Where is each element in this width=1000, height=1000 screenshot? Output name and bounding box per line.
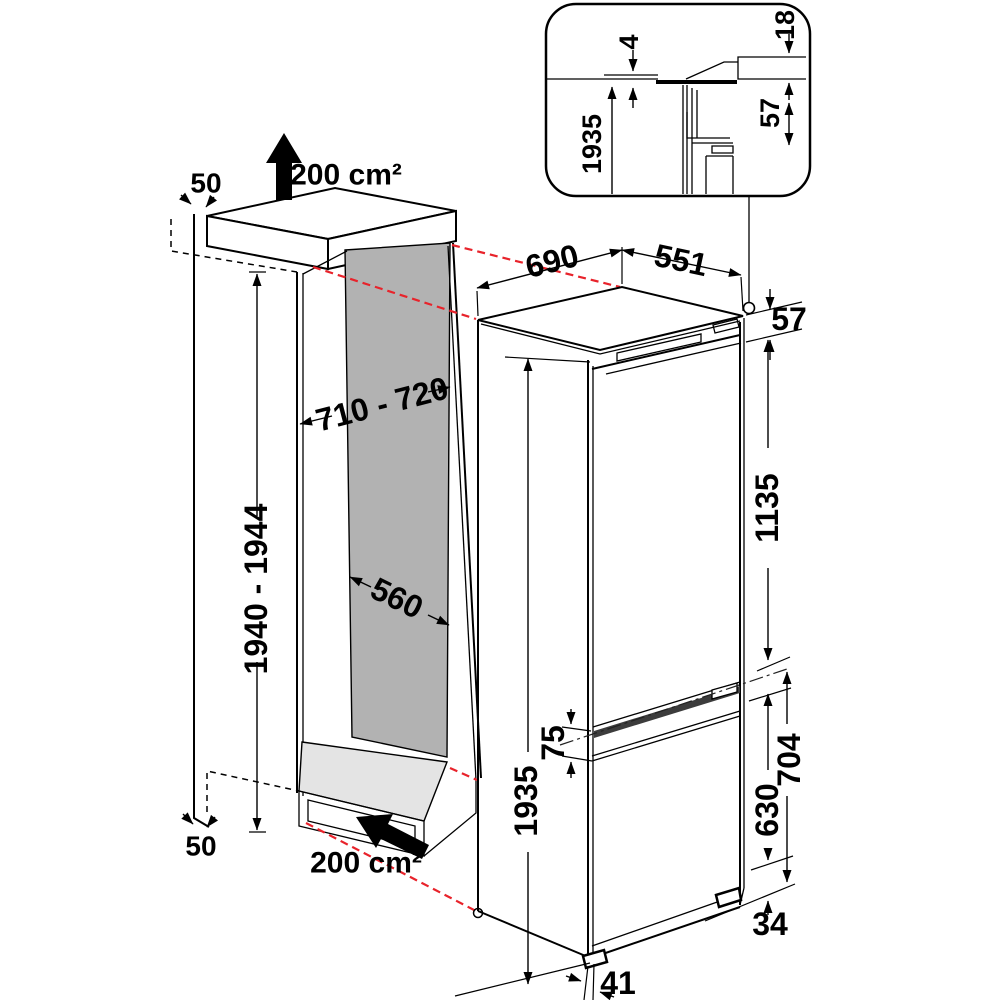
niche-hidden-edge-bottom	[206, 770, 300, 812]
niche-cabinet	[170, 186, 482, 857]
appliance-dimensions: 690 551 57 1135 75 1935 630	[454, 237, 807, 1000]
dim-inset-appliance-height: 1935	[577, 114, 607, 174]
appliance-handle-groove	[594, 686, 740, 738]
ext-75-bottom	[561, 755, 593, 762]
dim-551-line	[621, 248, 742, 277]
appliance-rail-slot	[616, 333, 702, 362]
dim-appliance-lower-section: 704	[771, 733, 807, 787]
ext-1935-bottom	[454, 962, 591, 997]
ext-41-right	[592, 963, 595, 1000]
appliance-top-edge-inner	[480, 320, 741, 355]
vent-arrow-in-icon	[356, 814, 429, 859]
dim-appliance-height: 1935	[508, 765, 544, 836]
appliance-side-bottom-edge	[739, 887, 745, 906]
dim-690-line	[476, 248, 623, 290]
inset-door-section	[705, 155, 734, 194]
ext-630-top	[748, 687, 792, 702]
dim-appliance-door-gap: 75	[535, 725, 571, 761]
niche-left-wall-edge	[193, 214, 210, 828]
detail-inset: 4 18 57 1935	[544, 2, 812, 315]
dim-niche-vent-top: 200 cm²	[290, 159, 402, 192]
appliance-lower-door-top	[591, 710, 741, 757]
dim-appliance-upper-door: 1135	[749, 473, 785, 542]
projection-top-left	[312, 265, 477, 321]
dim-depth-line-left	[299, 415, 333, 426]
ext-1135-bottom	[756, 656, 791, 672]
projection-bottom-left	[305, 822, 477, 912]
niche-back-panel	[344, 242, 451, 758]
inset-leader-circle	[742, 301, 756, 315]
appliance-bottom-left-edge	[477, 910, 589, 958]
inset-hinge-bracket	[686, 90, 733, 144]
dim-50-top-arrow-right	[205, 194, 218, 208]
dim-50-top-arrow-left	[179, 192, 192, 205]
appliance-gap-centerline	[559, 667, 791, 746]
appliance-lower-door-bottom	[591, 893, 741, 947]
appliance-handle-insert	[711, 682, 738, 700]
dim-niche-clearance-bottom: 50	[185, 831, 216, 862]
vent-arrow-up-icon	[266, 133, 302, 200]
ext-57-bottom	[745, 328, 803, 343]
appliance-foot-right	[714, 886, 743, 909]
dim-inset-hinge-clearance: 57	[755, 98, 785, 128]
inset-vent-ramp	[685, 61, 738, 80]
dim-width-line-right	[427, 614, 450, 626]
dim-depth-line-right	[427, 385, 451, 395]
dim-appliance-top-offset: 57	[771, 301, 807, 337]
projection-bottom-right	[449, 766, 478, 782]
niche-ceiling-edge	[302, 250, 348, 275]
inset-hinge-plate	[711, 145, 734, 154]
dim-appliance-bottom-gap: 41	[600, 965, 636, 1000]
appliance-door-top-edge	[591, 334, 741, 370]
ext-41-left	[583, 965, 589, 1000]
dim-appliance-lower-door: 630	[749, 783, 785, 836]
dim-inset-worktop-step: 18	[770, 10, 800, 40]
dim-niche-vent-bottom: 200 cm²	[310, 847, 422, 880]
dim-width-line-left	[349, 576, 372, 588]
appliance-lower-door-top2	[591, 715, 741, 762]
niche-top-slab-left-face	[206, 214, 329, 271]
dim-inset-top-gap: 4	[614, 34, 644, 49]
dim-appliance-width: 551	[651, 237, 711, 283]
ext-630-bottom	[750, 855, 794, 871]
dim-41-arrow-left	[565, 972, 582, 982]
appliance-drawing	[477, 285, 791, 970]
inset-worktop	[737, 56, 806, 80]
dim-appliance-plinth: 34	[752, 906, 788, 942]
ext-551-right	[740, 276, 744, 312]
appliance-top-face	[477, 285, 744, 352]
dim-41-arrow-right	[599, 991, 615, 1000]
appliance-rail-bottom	[605, 342, 742, 375]
ext-75-top	[561, 726, 592, 732]
ext-1935-top	[504, 356, 591, 363]
dim-50-bottom-arrow-right	[206, 814, 219, 828]
niche-front-right-edge-outer	[452, 242, 482, 779]
niche-front-right-edge-inner	[447, 245, 477, 781]
ext-34-bottom	[704, 883, 796, 922]
dim-appliance-depth: 690	[522, 237, 583, 285]
ext-690-left	[476, 290, 479, 317]
appliance-body-bottom-edge	[587, 906, 741, 960]
dim-niche-clearance-top: 50	[190, 168, 221, 199]
dim-niche-height: 1940 - 1944	[238, 503, 274, 674]
dim-50-bottom-arrow-left	[181, 812, 194, 825]
niche-plinth-right	[423, 780, 477, 857]
